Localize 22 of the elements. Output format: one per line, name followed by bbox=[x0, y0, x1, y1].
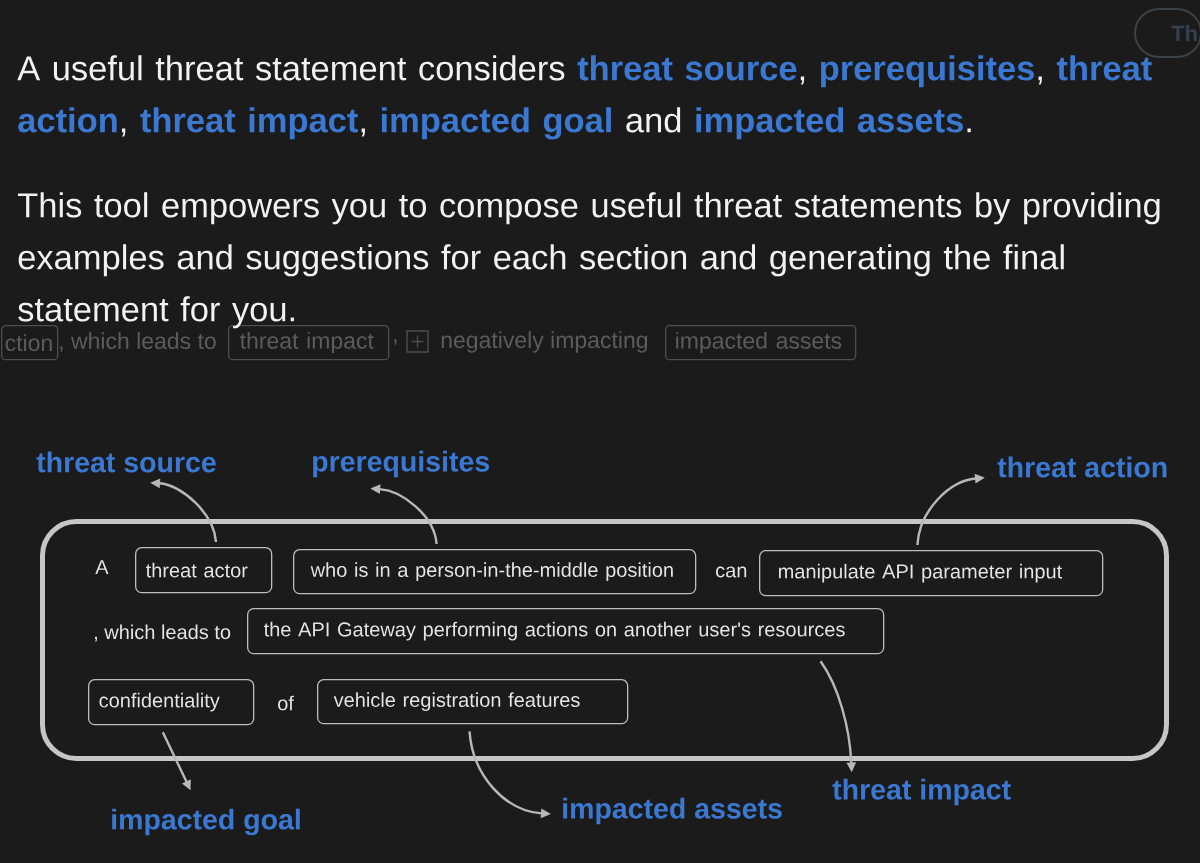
statement-text: , which leads to bbox=[95, 624, 231, 642]
statement-text: of bbox=[278, 695, 294, 711]
tag-box: impacted assets bbox=[665, 325, 857, 361]
intro-paragraph: A useful threat statement considers threat source, prerequisites, threat action, threat impact, impacted goal and impacted assets. bbox=[17, 55, 1152, 140]
statement-frame bbox=[40, 519, 1169, 761]
text-field: the API Gateway performing actions on another user's resources bbox=[247, 608, 885, 655]
statement-text: can bbox=[716, 566, 747, 578]
callout-label: threat impact bbox=[832, 778, 1011, 806]
callout-label: impacted assets bbox=[563, 797, 782, 825]
callout-label: threat action bbox=[997, 456, 1167, 478]
statement-text: A bbox=[95, 560, 109, 574]
text-field: threat actor bbox=[135, 547, 273, 594]
callout-label: prerequisites bbox=[313, 450, 489, 478]
text-field: manipulate API parameter input bbox=[759, 550, 1104, 597]
background-text: negatively impacting bbox=[441, 331, 648, 353]
background-text: , which leads to bbox=[60, 332, 216, 352]
text-field: vehicle registration features bbox=[317, 679, 629, 725]
tag-box: ction bbox=[1, 325, 59, 361]
callout-label: threat source bbox=[36, 451, 216, 473]
callout-label: impacted goal bbox=[112, 808, 300, 836]
text-field: who is in a person-in-the-middle position bbox=[293, 549, 697, 595]
text-field: confidentiality bbox=[88, 679, 255, 726]
